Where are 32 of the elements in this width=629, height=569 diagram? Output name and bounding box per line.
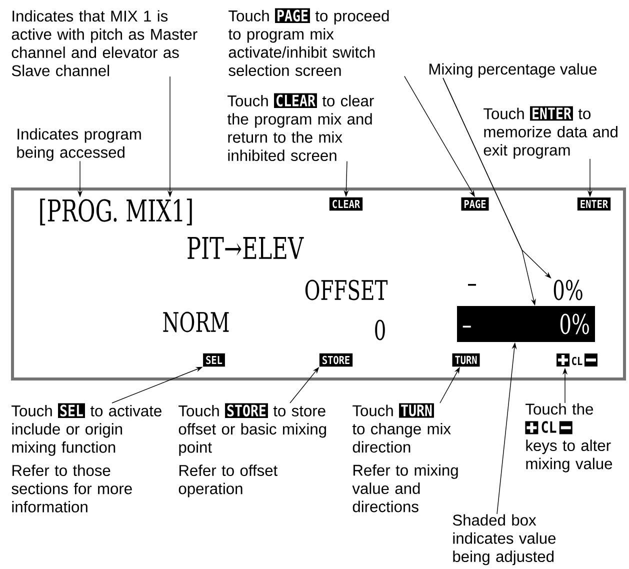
display-text: NORM [163,312,229,332]
key-badge: TURN [399,403,434,418]
callout-text: Shaded box indicates value being adjusted [452,514,556,566]
lcd-screen [11,188,626,380]
callout-text: Touch PAGE to proceed to program mix activate/inhibit switch selection screen [228,8,389,76]
softkey-label: SEL [203,353,225,367]
callout-text: Touch the CL keys to alter mixing value [525,403,612,472]
callout-text: Touch ENTER to memorize data and exit program [484,106,618,159]
highlighted-value-box: – 0% [457,306,595,342]
key-badge: CLEAR [274,93,317,108]
key-badge: SEL [58,403,85,418]
callout-text: Touch STORE to store offset or basic mixing point Refer to offset operation [178,403,326,498]
node-label: CL [572,356,582,366]
callout-text: Touch TURN to change mix direction Refer to mixing value and directions [352,403,458,512]
display-text: 0% [554,280,582,300]
plus-minus-keys: CL [556,354,598,366]
softkey-label: TURN [452,353,480,367]
softkey-label: PAGE [461,197,489,211]
display-text: 0 [375,320,385,340]
key-badge: STORE [225,403,268,418]
callout-text: Mixing percentage value [430,63,597,78]
display-text: – [468,284,476,286]
key-badge: PAGE [275,8,310,23]
callout-text: Indicates program being accessed [17,128,141,161]
callout-text: Indicates that MIX 1 is active with pitch as Master channel and elevator as Slave channel [12,10,198,76]
display-text: [PROG. MIX1] [40,198,192,226]
callout-text: Touch CLEAR to clear the program mix and return to the mix inhibited screen [227,93,374,162]
plus-minus-keys: CL [525,421,572,434]
display-text: PIT→ELEV [188,237,304,259]
callout-text: Touch SEL to activate include or origin mixing function Refer to those sections for more information [12,403,162,512]
display-text: OFFSET [305,280,388,300]
key-badge: ENTER [530,106,573,121]
